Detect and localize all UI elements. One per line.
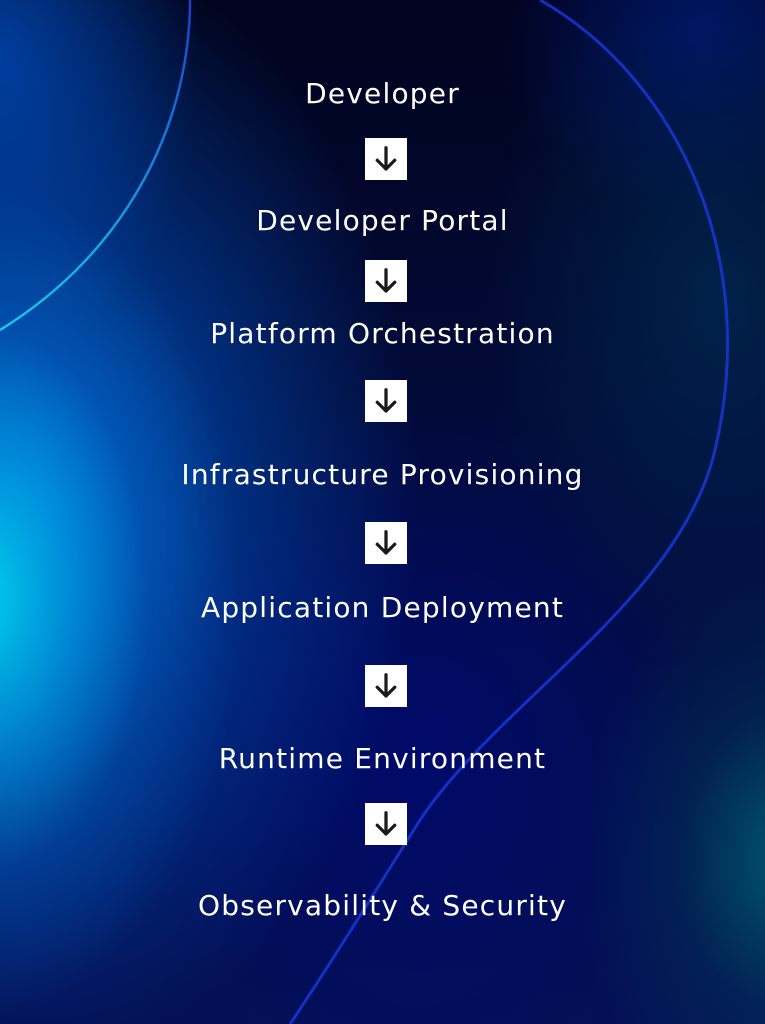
step-observability-security: Observability & Security bbox=[198, 889, 567, 922]
connector-2 bbox=[365, 260, 407, 302]
step-platform-orchestration: Platform Orchestration bbox=[210, 317, 555, 350]
step-developer-portal: Developer Portal bbox=[256, 204, 509, 237]
arrow-down-icon bbox=[375, 268, 397, 293]
connector-6 bbox=[365, 803, 407, 845]
connector-3 bbox=[365, 380, 407, 422]
curve-top-left bbox=[0, 0, 192, 332]
connector-5 bbox=[365, 665, 407, 707]
connector-4 bbox=[365, 522, 407, 564]
arrow-down-icon bbox=[375, 530, 397, 555]
arrow-down-icon bbox=[375, 811, 397, 836]
arrow-down-icon bbox=[375, 146, 397, 171]
step-runtime-environment: Runtime Environment bbox=[218, 742, 547, 775]
step-developer: Developer bbox=[305, 77, 460, 110]
connector-1 bbox=[365, 138, 407, 180]
curve-right-arc bbox=[288, 0, 729, 1024]
arrow-down-icon bbox=[375, 673, 397, 698]
step-application-deployment: Application Deployment bbox=[200, 591, 564, 624]
arrow-down-icon bbox=[375, 388, 397, 413]
step-infrastructure-provisioning: Infrastructure Provisioning bbox=[181, 458, 584, 491]
